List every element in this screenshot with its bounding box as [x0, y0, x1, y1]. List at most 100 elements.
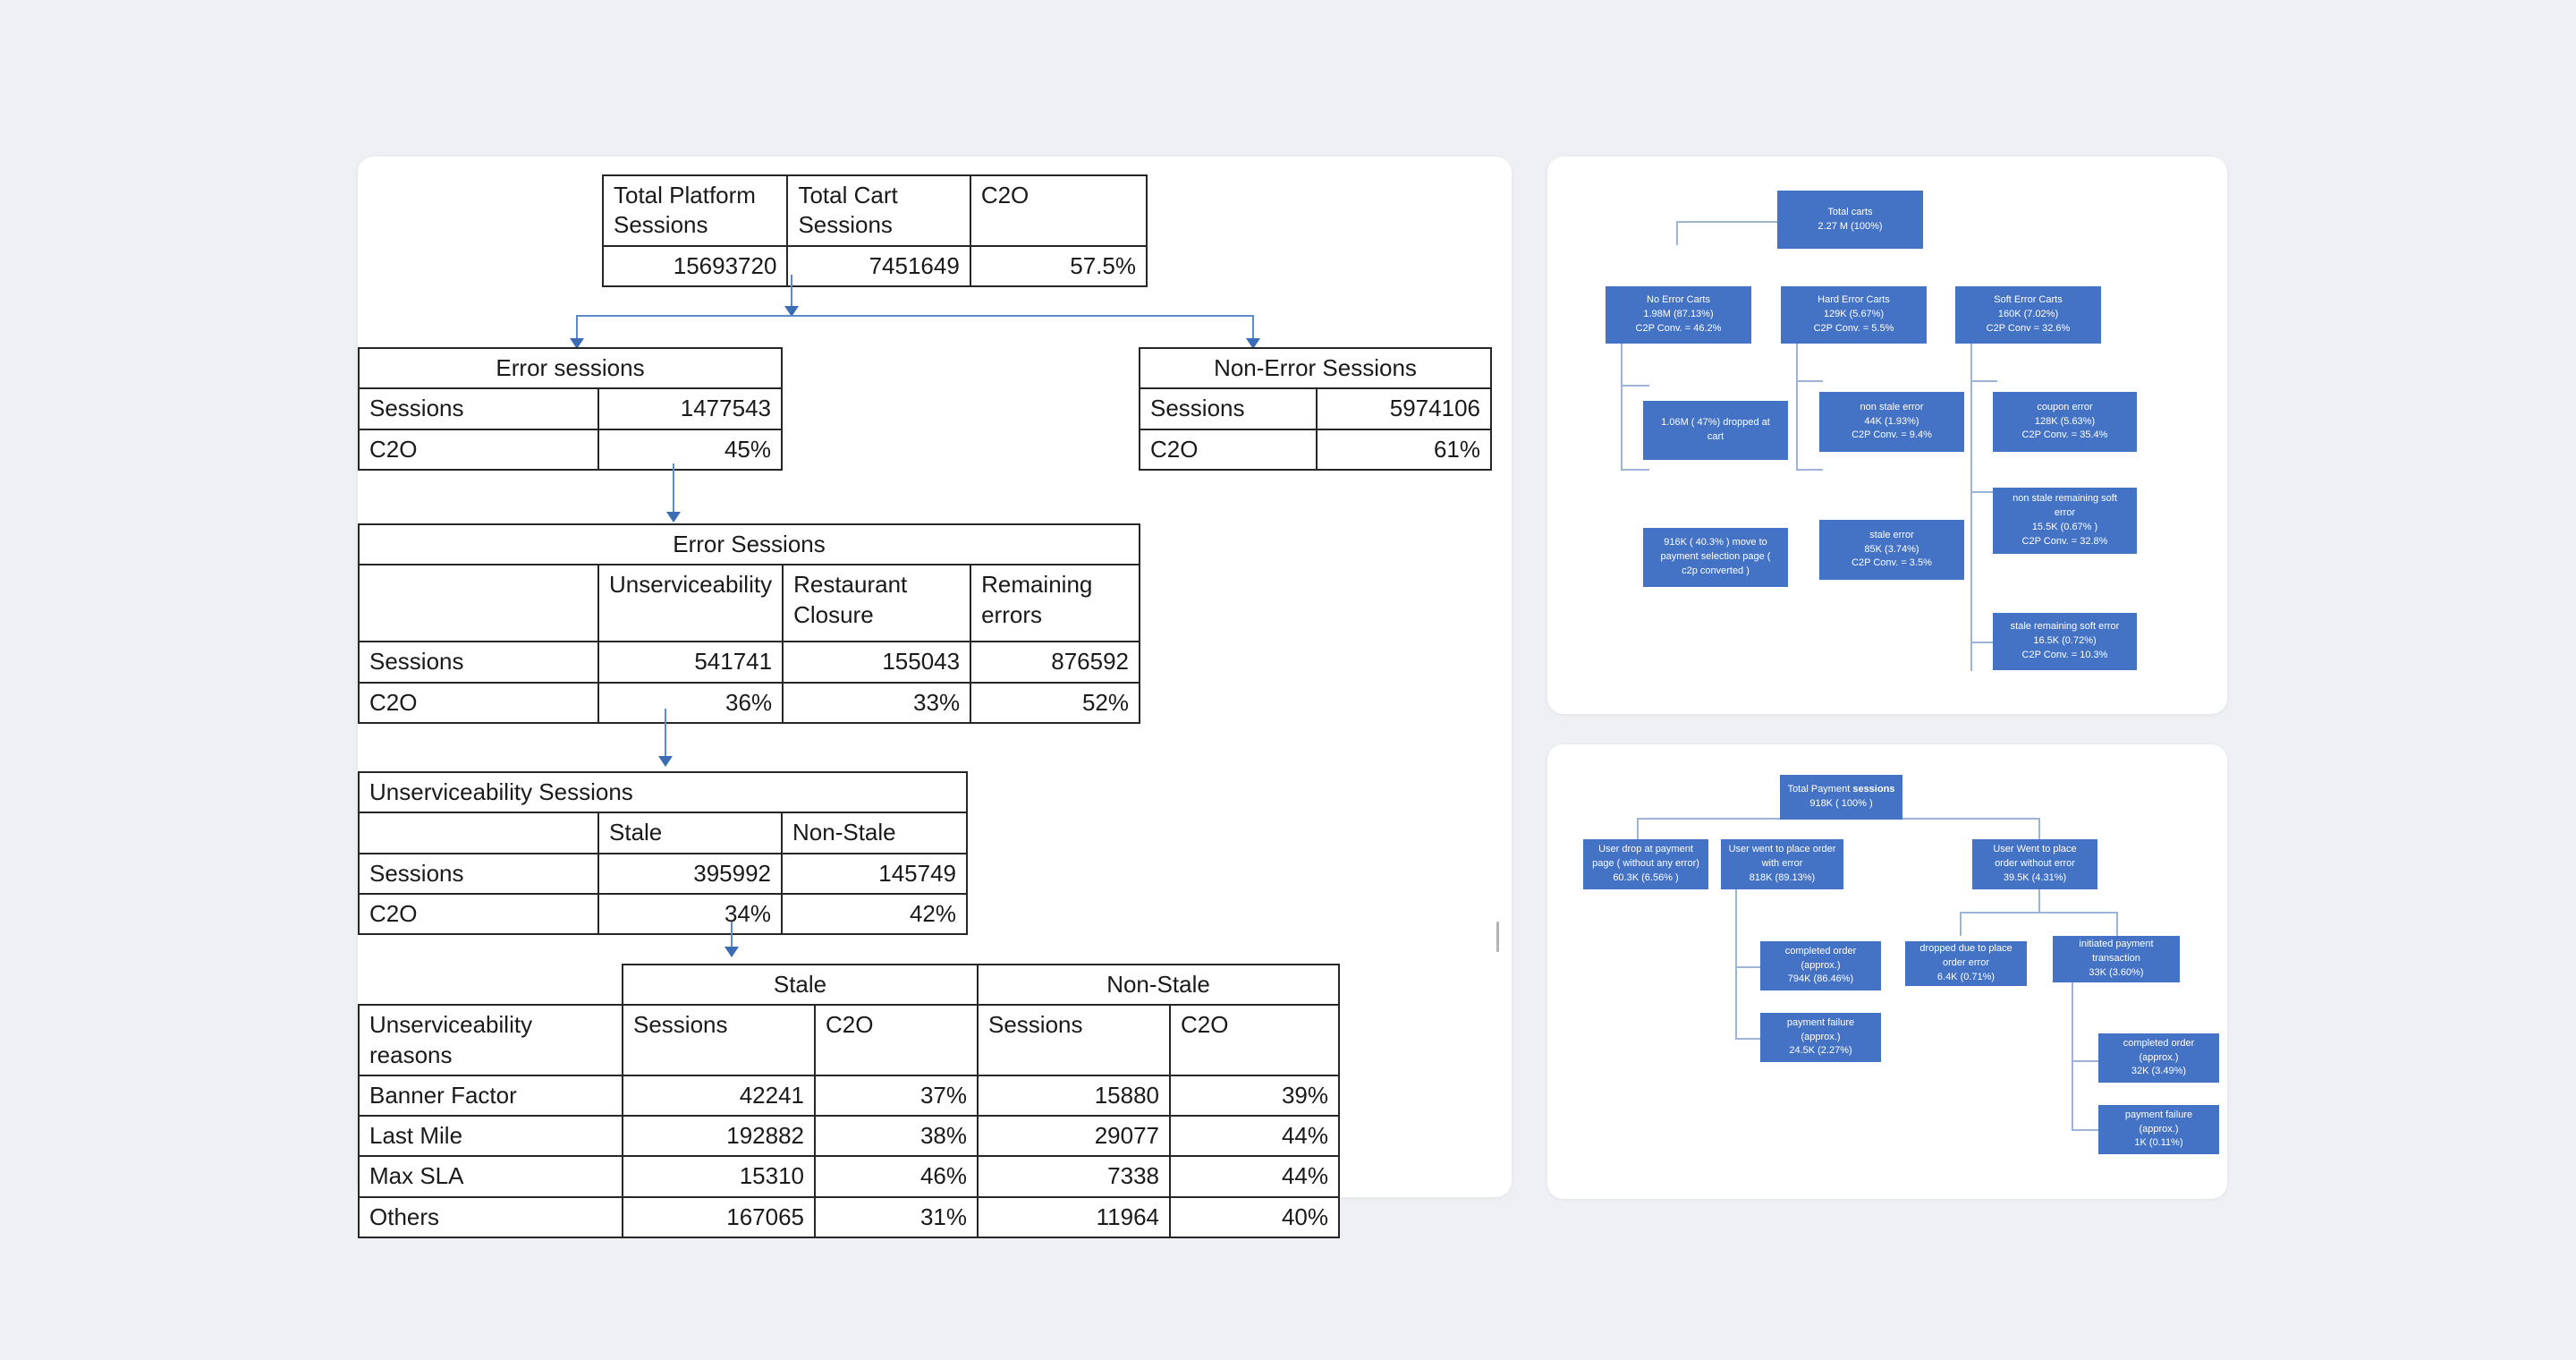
node-payment-failure-without-error[interactable]: payment failure (approx.) 1K (0.11%): [2098, 1105, 2219, 1154]
connector-arrow: [658, 756, 673, 767]
node-initiated-payment-transaction[interactable]: initiated payment transaction 33K (3.60%…: [2053, 936, 2180, 982]
node-line-2: page ( without any error): [1592, 858, 1699, 870]
node-line-1: completed order: [2123, 1037, 2195, 1049]
node-dropped-at-cart[interactable]: 1.06M ( 47%) dropped at cart: [1643, 401, 1788, 460]
node-line-3: C2P Conv = 32.6%: [1986, 322, 2071, 334]
node-line-1: User Went to place: [1993, 844, 2077, 855]
node-total-payment-sessions[interactable]: Total Payment sessions 918K ( 100% ): [1780, 775, 1902, 820]
node-line-1a: Total Payment: [1787, 784, 1853, 795]
cell-reason: Others: [358, 1195, 623, 1238]
connector-line: [1252, 315, 1254, 349]
node-line-3: C2P Conv. = 9.4%: [1852, 429, 1932, 441]
node-move-to-payment-selection[interactable]: 916K ( 40.3% ) move to payment selection…: [1643, 528, 1788, 587]
label-c2o: C2O: [358, 892, 599, 936]
table-unserviceability-reasons: Stale Non-Stale Unserviceability reasons…: [358, 963, 1340, 1238]
tree-connector: [1621, 291, 1623, 470]
node-line-3: 33K (3.60%): [2089, 966, 2144, 978]
connector-line: [731, 922, 733, 956]
connector-arrow: [570, 338, 584, 349]
header-remaining-errors: Remaining errors: [970, 564, 1140, 643]
label-c2o: C2O: [1139, 428, 1318, 471]
node-line-1: No Error Carts: [1647, 294, 1710, 306]
node-soft-error-carts[interactable]: Soft Error Carts 160K (7.02%) C2P Conv =…: [1955, 286, 2101, 344]
node-stale-remaining-soft-error[interactable]: stale remaining soft error 16.5K (0.72%)…: [1993, 613, 2137, 670]
node-line-3: C2P Conv. = 35.4%: [2021, 429, 2108, 441]
cell-total-cart-sessions: 7451649: [786, 244, 971, 287]
table-non-error-sessions: Non-Error Sessions Sessions 5974106 C2O …: [1139, 346, 1492, 471]
node-user-drop-at-payment-page[interactable]: User drop at payment page ( without any …: [1583, 839, 1708, 889]
node-non-stale-error[interactable]: non stale error 44K (1.93%) C2P Conv. = …: [1819, 392, 1964, 452]
node-line-2: 129K (5.67%): [1823, 309, 1885, 320]
header-total-cart-sessions: Total Cart Sessions: [786, 174, 971, 247]
node-user-went-place-order-without-error[interactable]: User Went to place order without error 3…: [1972, 839, 2097, 889]
cell-stale-c2o: 38%: [814, 1115, 979, 1158]
table-unserviceability-sessions: Unserviceability Sessions Stale Non-Stal…: [358, 770, 968, 936]
cell-stale-sessions: 192882: [622, 1115, 816, 1158]
table-row: Unserviceability reasons Sessions C2O Se…: [358, 1004, 1340, 1076]
tree-connector: [1970, 380, 1997, 382]
header-stale: Stale: [597, 812, 783, 854]
node-completed-order-with-error[interactable]: completed order (approx.) 794K (86.46%): [1760, 941, 1881, 990]
text-cursor: [1496, 922, 1499, 952]
cell-remaining-errors-c2o: 52%: [970, 681, 1140, 724]
node-no-error-carts[interactable]: No Error Carts 1.98M (87.13%) C2P Conv. …: [1606, 286, 1751, 344]
tree-connector: [1735, 1038, 1762, 1040]
node-line-2: order without error: [1995, 858, 2075, 870]
node-hard-error-carts[interactable]: Hard Error Carts 129K (5.67%) C2P Conv. …: [1781, 286, 1927, 344]
value-sessions: 5974106: [1316, 387, 1492, 430]
node-payment-failure-with-error[interactable]: payment failure (approx.) 24.5K (2.27%): [1760, 1013, 1881, 1062]
node-line-3: c2p converted ): [1682, 565, 1750, 576]
cell-unserviceability-c2o: 36%: [597, 681, 784, 724]
node-line-2: (approx.): [1801, 959, 1841, 971]
title-error-sessions: Error sessions: [358, 346, 783, 390]
header-unserviceability: Unserviceability: [597, 564, 784, 643]
header-total-platform-sessions: Total Platform Sessions: [601, 174, 789, 247]
table-error-breakdown: Error Sessions Unserviceability Restaura…: [358, 523, 1140, 724]
connector-line: [665, 709, 666, 764]
table-row: Error Sessions: [358, 523, 1140, 566]
label-sessions: Sessions: [1139, 387, 1318, 430]
tree-connector: [2072, 1060, 2100, 1062]
node-line-1: completed order: [1784, 945, 1857, 956]
node-line-2: (approx.): [2139, 1123, 2179, 1135]
node-coupon-error[interactable]: coupon error 128K (5.63%) C2P Conv. = 35…: [1993, 392, 2137, 452]
node-line-2: 918K ( 100% ): [1809, 798, 1873, 809]
node-line-2: error: [2054, 507, 2076, 519]
cell-stale-sessions: 15310: [622, 1155, 816, 1198]
node-line-3: 818K (89.13%): [1749, 871, 1816, 883]
spacer-cell: [359, 965, 623, 1005]
connector-arrow: [724, 947, 739, 957]
table-row: Unserviceability Sessions: [358, 770, 968, 814]
cell-non-stale-sessions: 7338: [977, 1155, 1171, 1198]
header-non-stale: Non-Stale: [781, 812, 968, 854]
node-line-3: 6.4K (0.71%): [1936, 971, 1996, 982]
cell-non-stale-sessions: 15880: [977, 1074, 1171, 1118]
node-line-2: transaction: [2092, 953, 2140, 965]
connector-line: [791, 275, 792, 314]
node-stale-error[interactable]: stale error 85K (3.74%) C2P Conv. = 3.5%: [1819, 520, 1964, 580]
header-stale-sessions: Sessions: [622, 1004, 816, 1076]
tree-connector: [1735, 889, 1737, 1040]
cell-stale-sessions: 395992: [597, 852, 783, 895]
header-restaurant-closure: Restaurant Closure: [782, 564, 972, 643]
node-line-3: 1K (0.11%): [2134, 1137, 2183, 1149]
node-dropped-due-to-place-order-error[interactable]: dropped due to place order error 6.4K (0…: [1905, 941, 2027, 986]
node-total-carts[interactable]: Total carts 2.27 M (100%): [1777, 191, 1923, 249]
tree-connector: [1796, 469, 1823, 471]
node-line-3: C2P Conv. = 5.5%: [1813, 322, 1894, 334]
node-completed-order-without-error[interactable]: completed order (approx.) 32K (3.49%): [2098, 1033, 2219, 1083]
cell-reason: Max SLA: [358, 1155, 623, 1198]
cell-stale-c2o: 37%: [814, 1074, 979, 1118]
header-non-stale-sessions: Sessions: [977, 1004, 1171, 1076]
group-header-non-stale: Non-Stale: [977, 963, 1340, 1007]
node-line-2: 44K (1.93%): [1864, 415, 1919, 427]
table-row: Sessions 5974106: [1139, 387, 1492, 430]
node-non-stale-remaining-soft-error[interactable]: non stale remaining soft error 15.5K (0.…: [1993, 488, 2137, 554]
tree-connector: [1960, 912, 2117, 914]
cell-non-stale-c2o: 44%: [1169, 1115, 1340, 1158]
cell-non-stale-c2o: 39%: [1169, 1074, 1340, 1118]
label-sessions: Sessions: [358, 641, 599, 684]
tree-connector: [1621, 385, 1649, 387]
node-user-went-place-order-with-error[interactable]: User went to place order with error 818K…: [1721, 839, 1843, 889]
cell-non-stale-c2o: 42%: [781, 892, 968, 936]
